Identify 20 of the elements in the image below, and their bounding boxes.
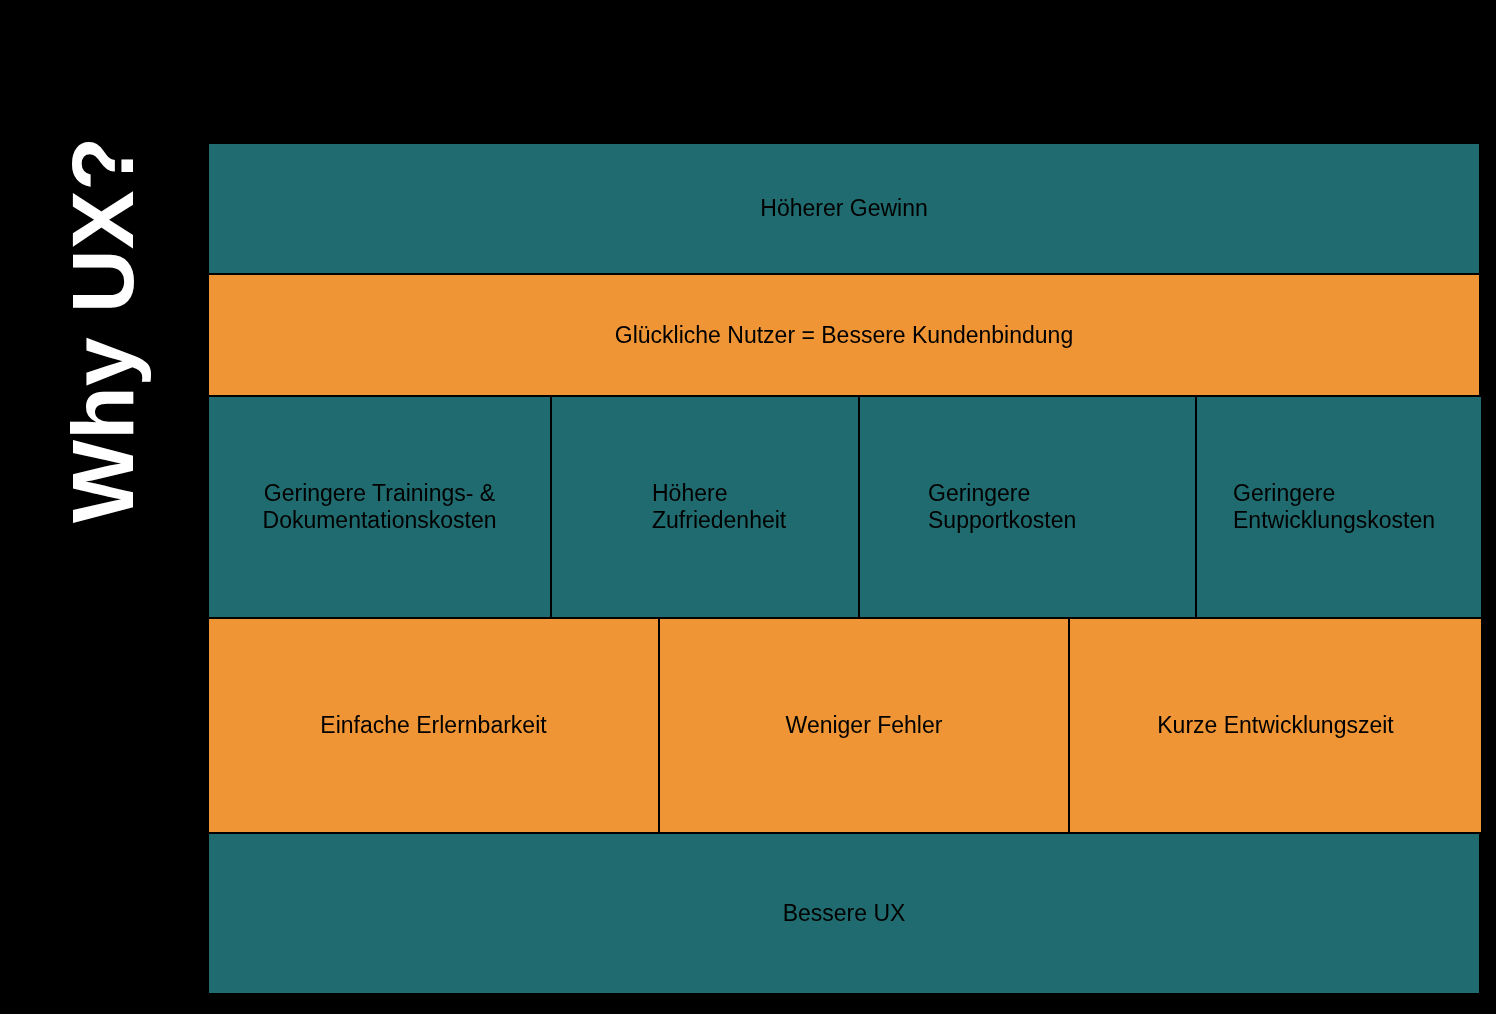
diagram-box [551,396,859,618]
diagram-box [659,618,1069,833]
diagram-box [208,618,659,833]
box-label: Weniger Fehler [785,712,943,739]
diagram-box [208,396,551,618]
box-label: Glückliche Nutzer = Bessere Kundenbindung [614,321,1074,349]
box-label: Einfache Erlernbarkeit [320,712,547,739]
diagram-box [1196,396,1482,618]
box-label: Kurze Entwicklungszeit [1157,712,1394,739]
box-label: Höhere Zufriedenheit [652,480,788,534]
box-label: Geringere Entwicklungskosten [1233,480,1436,534]
diagram-box [208,833,1480,994]
diagram-box [208,274,1480,396]
box-label: Geringere Trainings- & Dokumentationskosten [261,480,498,534]
diagram-box [208,143,1480,274]
diagram-box [1069,618,1482,833]
box-label: Geringere Supportkosten [928,480,1078,534]
box-label: Höherer Gewinn [760,195,928,222]
diagram-box [859,396,1196,618]
box-label: Bessere UX [782,900,906,927]
